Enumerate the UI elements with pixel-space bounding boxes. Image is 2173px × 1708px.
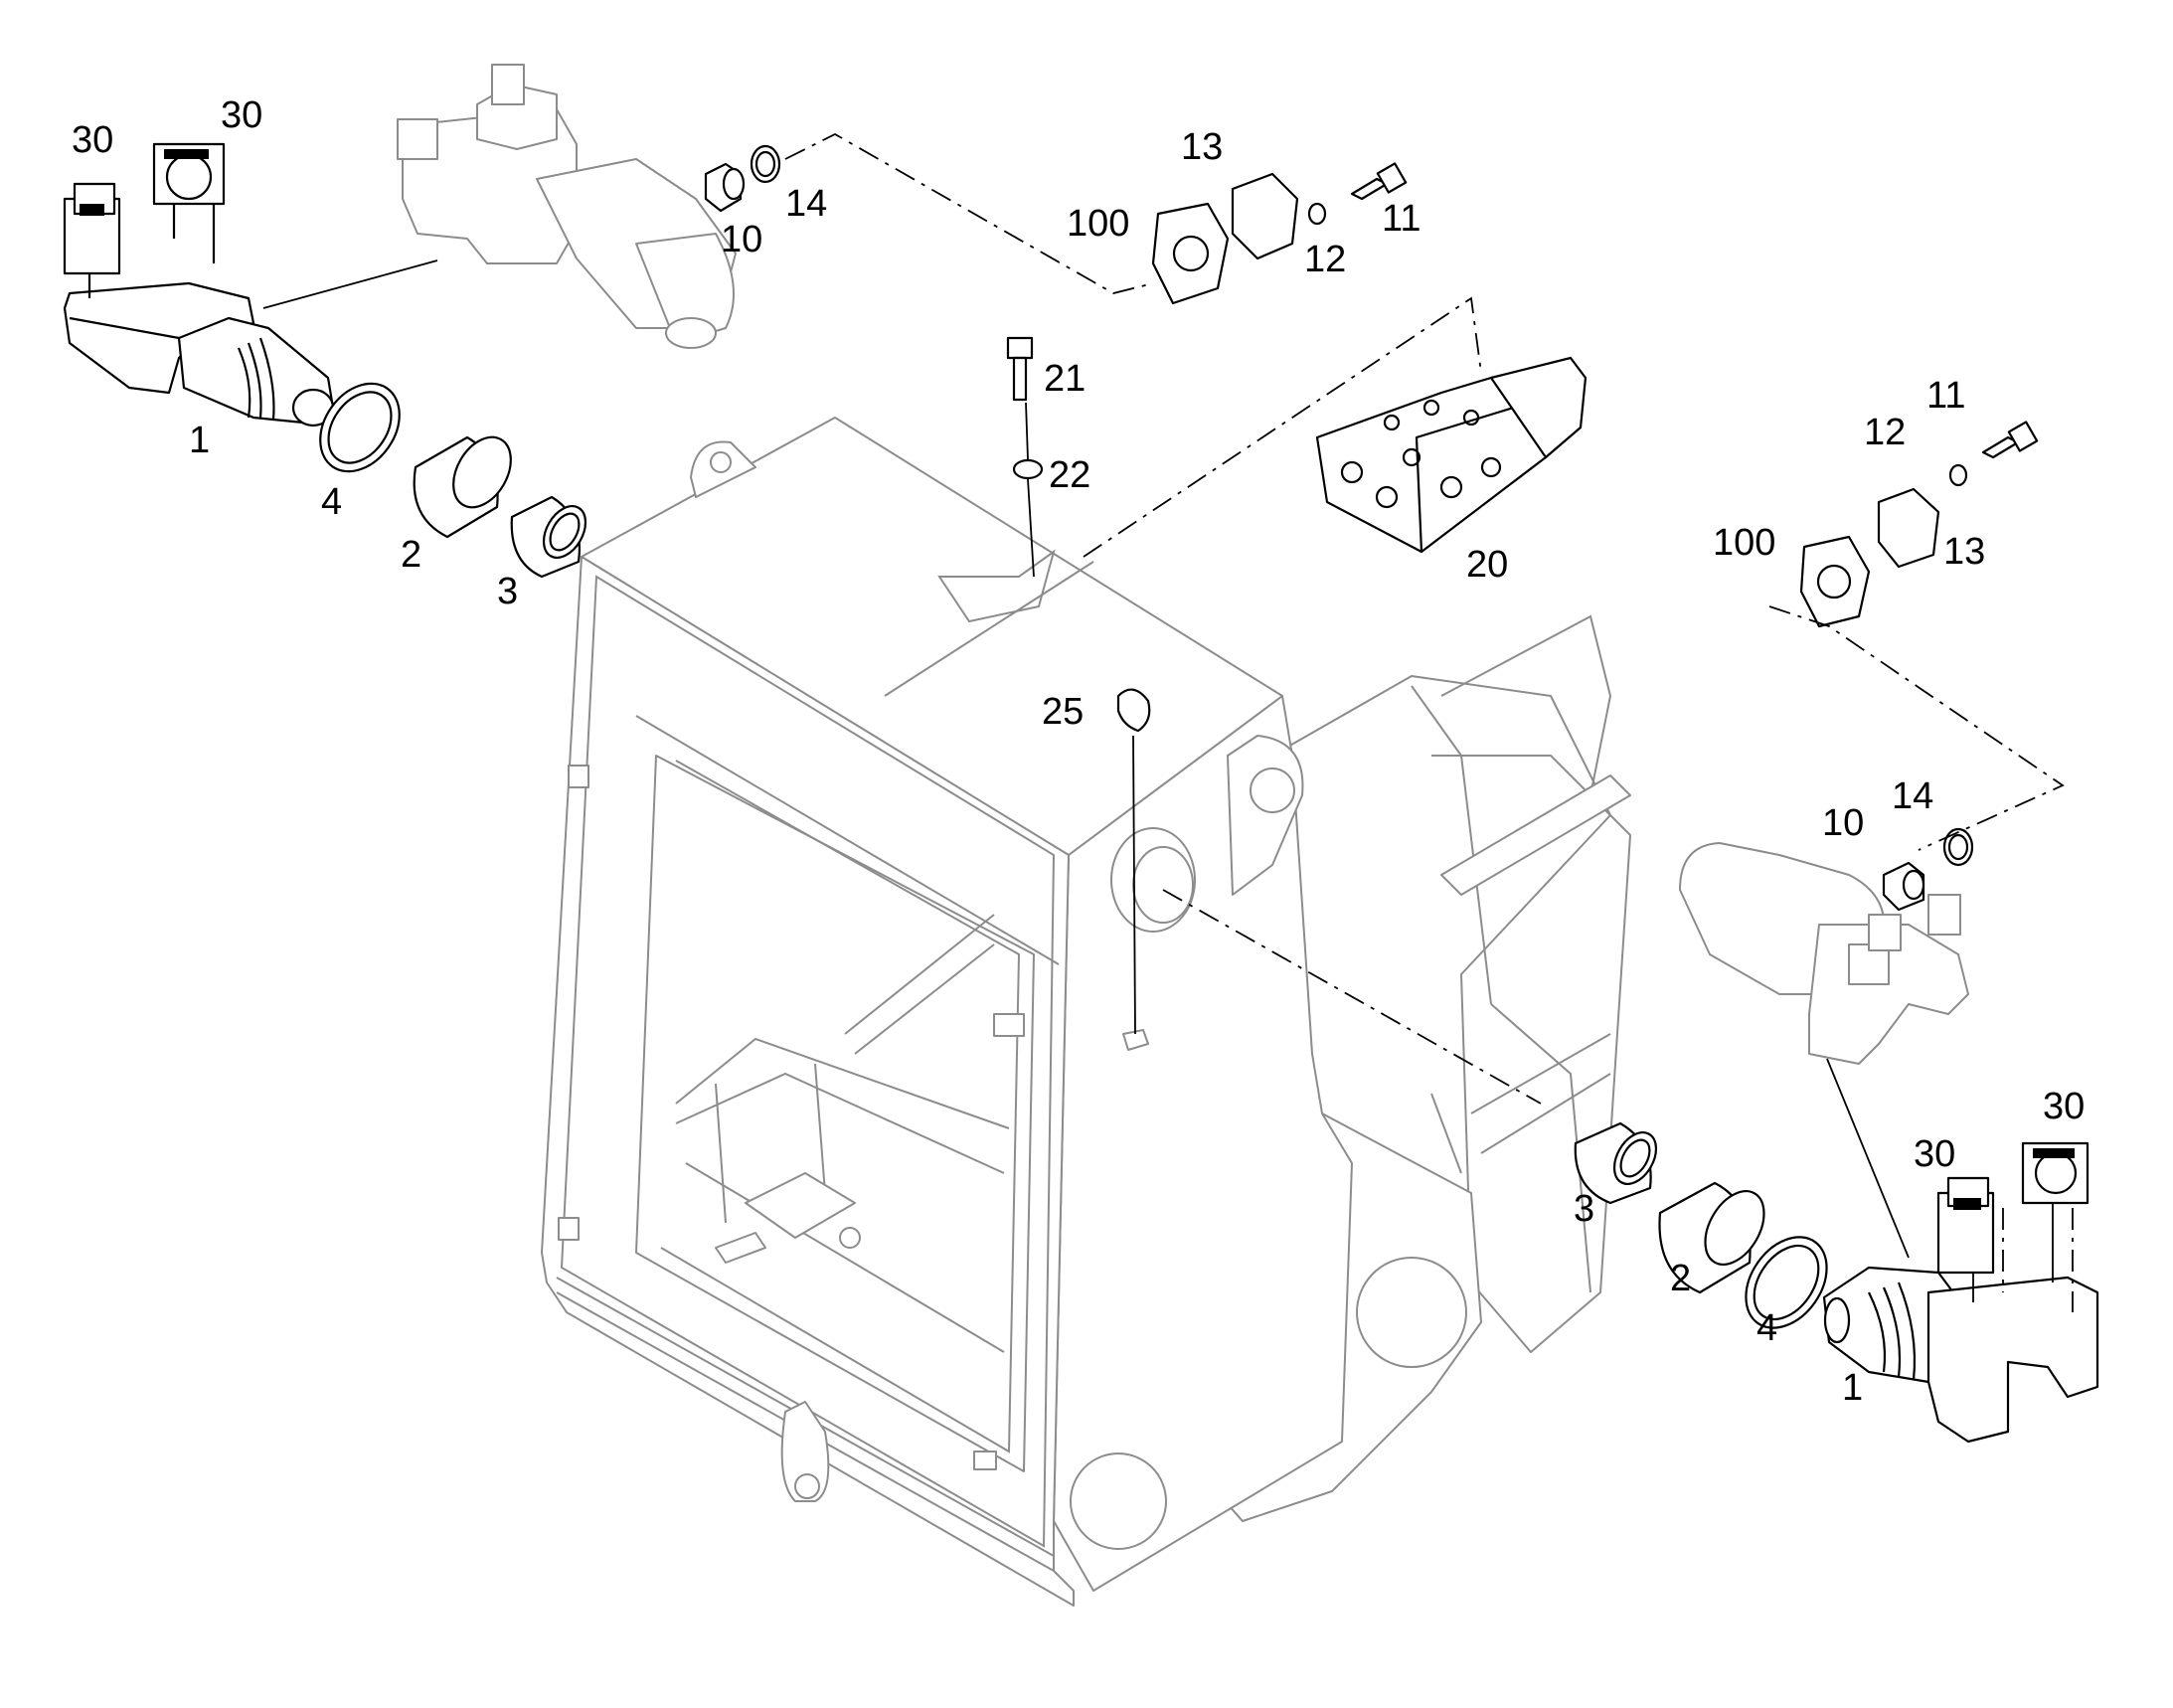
callout-30-left-b: 30 [221, 94, 262, 136]
sensor-30-right-b [2021, 1141, 2089, 1205]
callout-4-right: 4 [1756, 1307, 1777, 1349]
washer-12-top [1307, 202, 1327, 226]
dash-lines [784, 132, 2074, 1312]
sensor-30-right-a [1936, 1176, 1995, 1275]
sensor-30-left-a [63, 182, 121, 298]
callout-13-top: 13 [1181, 126, 1223, 168]
plug-10-left [704, 162, 746, 213]
gasket-100-top [1151, 202, 1230, 305]
callout-30-right-b: 30 [2043, 1086, 2085, 1127]
cover-13-right [1877, 487, 1940, 569]
callout-4-left: 4 [321, 481, 342, 523]
washer-22 [1012, 458, 1044, 480]
sensor-30-left-b [152, 142, 226, 263]
seal-ring-4-right [1745, 1236, 1828, 1329]
callout-11-top: 11 [1382, 198, 1421, 240]
gasket-100-right [1799, 535, 1871, 628]
callout-1-right: 1 [1842, 1367, 1863, 1409]
callout-22: 22 [1049, 454, 1090, 496]
bolt-21 [1006, 336, 1034, 402]
plug-10-right [1882, 861, 1925, 912]
bushing-3-right [1574, 1121, 1658, 1205]
clip-25 [1116, 688, 1151, 733]
callout-labels: 30 30 1 4 2 3 10 14 13 100 12 11 21 22 2… [72, 94, 2085, 1409]
main-frame-body [541, 417, 1631, 1607]
callout-2-right: 2 [1670, 1258, 1691, 1299]
o-ring-14-right [1942, 827, 1974, 867]
callout-3-left: 3 [497, 571, 518, 612]
callout-21: 21 [1044, 358, 1086, 400]
callout-100-top: 100 [1067, 203, 1129, 245]
callout-20: 20 [1466, 544, 1508, 586]
callout-12-top: 12 [1304, 239, 1346, 280]
ghost-pin-assembly-top [397, 64, 737, 349]
washer-12-right [1948, 463, 1968, 487]
callout-10-left: 10 [721, 219, 762, 260]
callout-10-right: 10 [1822, 802, 1864, 844]
valve-block-20 [1315, 356, 1588, 554]
leader-lines [262, 259, 2054, 1302]
ghost-pin-assembly-right [1679, 842, 1969, 1065]
bolt-11-top [1350, 162, 1408, 201]
callout-30-left-a: 30 [72, 119, 113, 161]
bushing-3-left [510, 495, 587, 579]
cover-13-top [1231, 172, 1299, 260]
callout-14-left: 14 [785, 183, 827, 225]
callout-1-left: 1 [189, 420, 210, 461]
bushing-2-left [413, 435, 512, 539]
callout-2-left: 2 [401, 534, 421, 576]
callout-3-right: 3 [1574, 1188, 1594, 1230]
o-ring-14-left [750, 144, 781, 184]
bolt-11-right [1981, 421, 2039, 459]
callout-11-right: 11 [1926, 375, 1965, 417]
callout-100-right: 100 [1713, 522, 1775, 564]
callout-14-right: 14 [1892, 775, 1933, 817]
callout-13-right: 13 [1943, 531, 1985, 573]
bushing-2-right [1658, 1181, 1765, 1294]
callout-25: 25 [1042, 691, 1084, 733]
callout-12-right: 12 [1864, 412, 1906, 453]
pin-assembly-right [1822, 1266, 2099, 1444]
seal-ring-4-left [319, 382, 401, 473]
callout-30-right-a: 30 [1914, 1133, 1955, 1175]
pin-assembly-left [63, 281, 335, 427]
